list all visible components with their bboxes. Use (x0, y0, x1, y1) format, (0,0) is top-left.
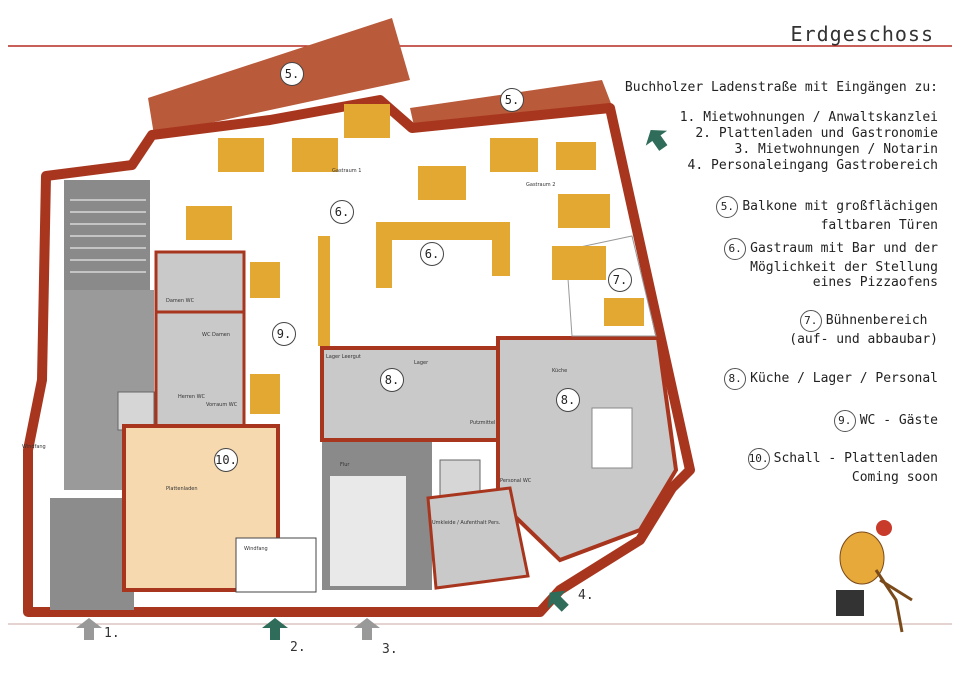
bar-counter (376, 222, 510, 288)
legend-balconies-line1: Balkone mit großflächigen (742, 199, 938, 214)
room-label-umkleide: Umkleide / Aufenthalt Pers. (432, 520, 501, 526)
entrance-label-2: 2. (290, 640, 306, 655)
legend-item-record-shop: 10.Schall - Plattenladen Coming soon (747, 448, 938, 485)
left-entrance-hall (50, 498, 134, 610)
legend-num-9: 9. (833, 410, 856, 432)
legend-record-shop-line2: Coming soon (851, 470, 938, 485)
legend-item-gastraum: 6.Gastraum mit Bar und der Möglichkeit d… (724, 238, 938, 290)
legend-gastraum-line1: Gastraum mit Bar und der (750, 241, 938, 256)
marker-record-shop: 10. (214, 448, 238, 472)
legend-balconies-line2: faltbaren Türen (820, 218, 938, 233)
decorative-arrow (645, 129, 668, 151)
page-title: Erdgeschoss (790, 22, 934, 46)
room-label-lager-leergut: Lager Leergut (326, 354, 361, 360)
legend-entrance-2: 2. Plattenladen und Gastronomie (695, 126, 938, 141)
legend-gastraum-line2: Möglichkeit der Stellung (750, 260, 938, 275)
room-label-vorraum-wc: Vorraum WC (206, 402, 238, 408)
room-label-plattenladen: Plattenladen (166, 486, 198, 492)
legend-num-6: 6. (724, 238, 747, 260)
legend-intro: Buchholzer Ladenstraße mit Eingängen zu: (624, 80, 938, 95)
marker-storage: 8. (380, 368, 404, 392)
legend-item-kitchen: 8.Küche / Lager / Personal (724, 368, 938, 390)
middle-stairs (330, 476, 406, 586)
legend-item-stage: 7.Bühnenbereich (auf- und abbaubar) (789, 310, 938, 347)
legend-num-8: 8. (724, 368, 747, 390)
marker-balcony-left: 5. (280, 62, 304, 86)
wc-block-upper (154, 250, 246, 314)
legend-num-7: 7. (799, 310, 822, 332)
marker-kitchen: 8. (556, 388, 580, 412)
windfang-shop (235, 537, 317, 593)
lift-left (117, 391, 155, 431)
staff-room (426, 486, 530, 590)
room-label-gastraum2: Gastraum 2 (526, 182, 555, 188)
room-label-flur: Flur (340, 462, 350, 468)
marker-wc: 9. (272, 322, 296, 346)
room-label-wc-damen: WC Damen (202, 332, 230, 338)
room-label-windfang-a: Windfang (244, 546, 268, 552)
legend-item-wc: 9.WC - Gäste (833, 410, 938, 432)
marker-gastraum-left: 6. (330, 200, 354, 224)
balcony-left (148, 18, 410, 135)
entrance-arrow-3 (354, 618, 380, 640)
side-counter (318, 236, 330, 346)
room-label-personal-wc: Personal WC (500, 478, 532, 484)
wc-block-lower (154, 310, 246, 432)
legend-entrance-3: 3. Mietwohnungen / Notarin (734, 142, 939, 157)
room-label-damen-wc: Damen WC (166, 298, 195, 304)
storage-area (320, 346, 500, 442)
entrance-arrow-2 (262, 618, 288, 640)
entrance-label-3: 3. (382, 642, 398, 657)
entrance-arrow-1 (76, 618, 102, 640)
marker-stage: 7. (608, 268, 632, 292)
marker-gastraum-bar: 6. (420, 242, 444, 266)
legend-item-balconies: 5.Balkone mit großflächigen faltbaren Tü… (716, 196, 938, 233)
room-label-herren-wc: Herren WC (178, 394, 206, 400)
legend-entrance-4: 4. Personaleingang Gastrobereich (687, 158, 938, 173)
marker-balcony-right: 5. (500, 88, 524, 112)
legend-gastraum-line3: eines Pizzaofens (812, 275, 938, 290)
legend-stage-line1: Bühnenbereich (825, 313, 928, 328)
legend-entrance-1: 1. Mietwohnungen / Anwaltskanzlei (679, 110, 938, 125)
room-label-windfang-b: Windfang (22, 444, 46, 450)
left-stairs (70, 199, 146, 273)
entrance-label-4: 4. (578, 588, 594, 603)
room-label-kueche: Küche (552, 368, 567, 374)
entrance-label-1: 1. (104, 626, 120, 641)
legend-record-shop-line1: Schall - Plattenladen (773, 451, 938, 466)
entrance-arrow-4 (547, 590, 569, 612)
stage-area (565, 235, 657, 337)
legend-stage-line2: (auf- und abbaubar) (789, 332, 938, 347)
legend-kitchen-line1: Küche / Lager / Personal (750, 371, 938, 386)
legend-wc-line1: WC - Gäste (859, 413, 938, 428)
gramophone-illustration (836, 520, 913, 633)
left-stairwell (64, 180, 150, 290)
room-label-lager: Lager (414, 360, 429, 366)
legend-num-10: 10. (747, 448, 770, 470)
legend-num-5: 5. (716, 196, 739, 218)
dining-tables (186, 104, 644, 414)
room-label-putzmittel: Putzmittel (470, 420, 495, 426)
room-label-gastraum1: Gastraum 1 (332, 168, 361, 174)
kitchen-island (591, 407, 633, 469)
